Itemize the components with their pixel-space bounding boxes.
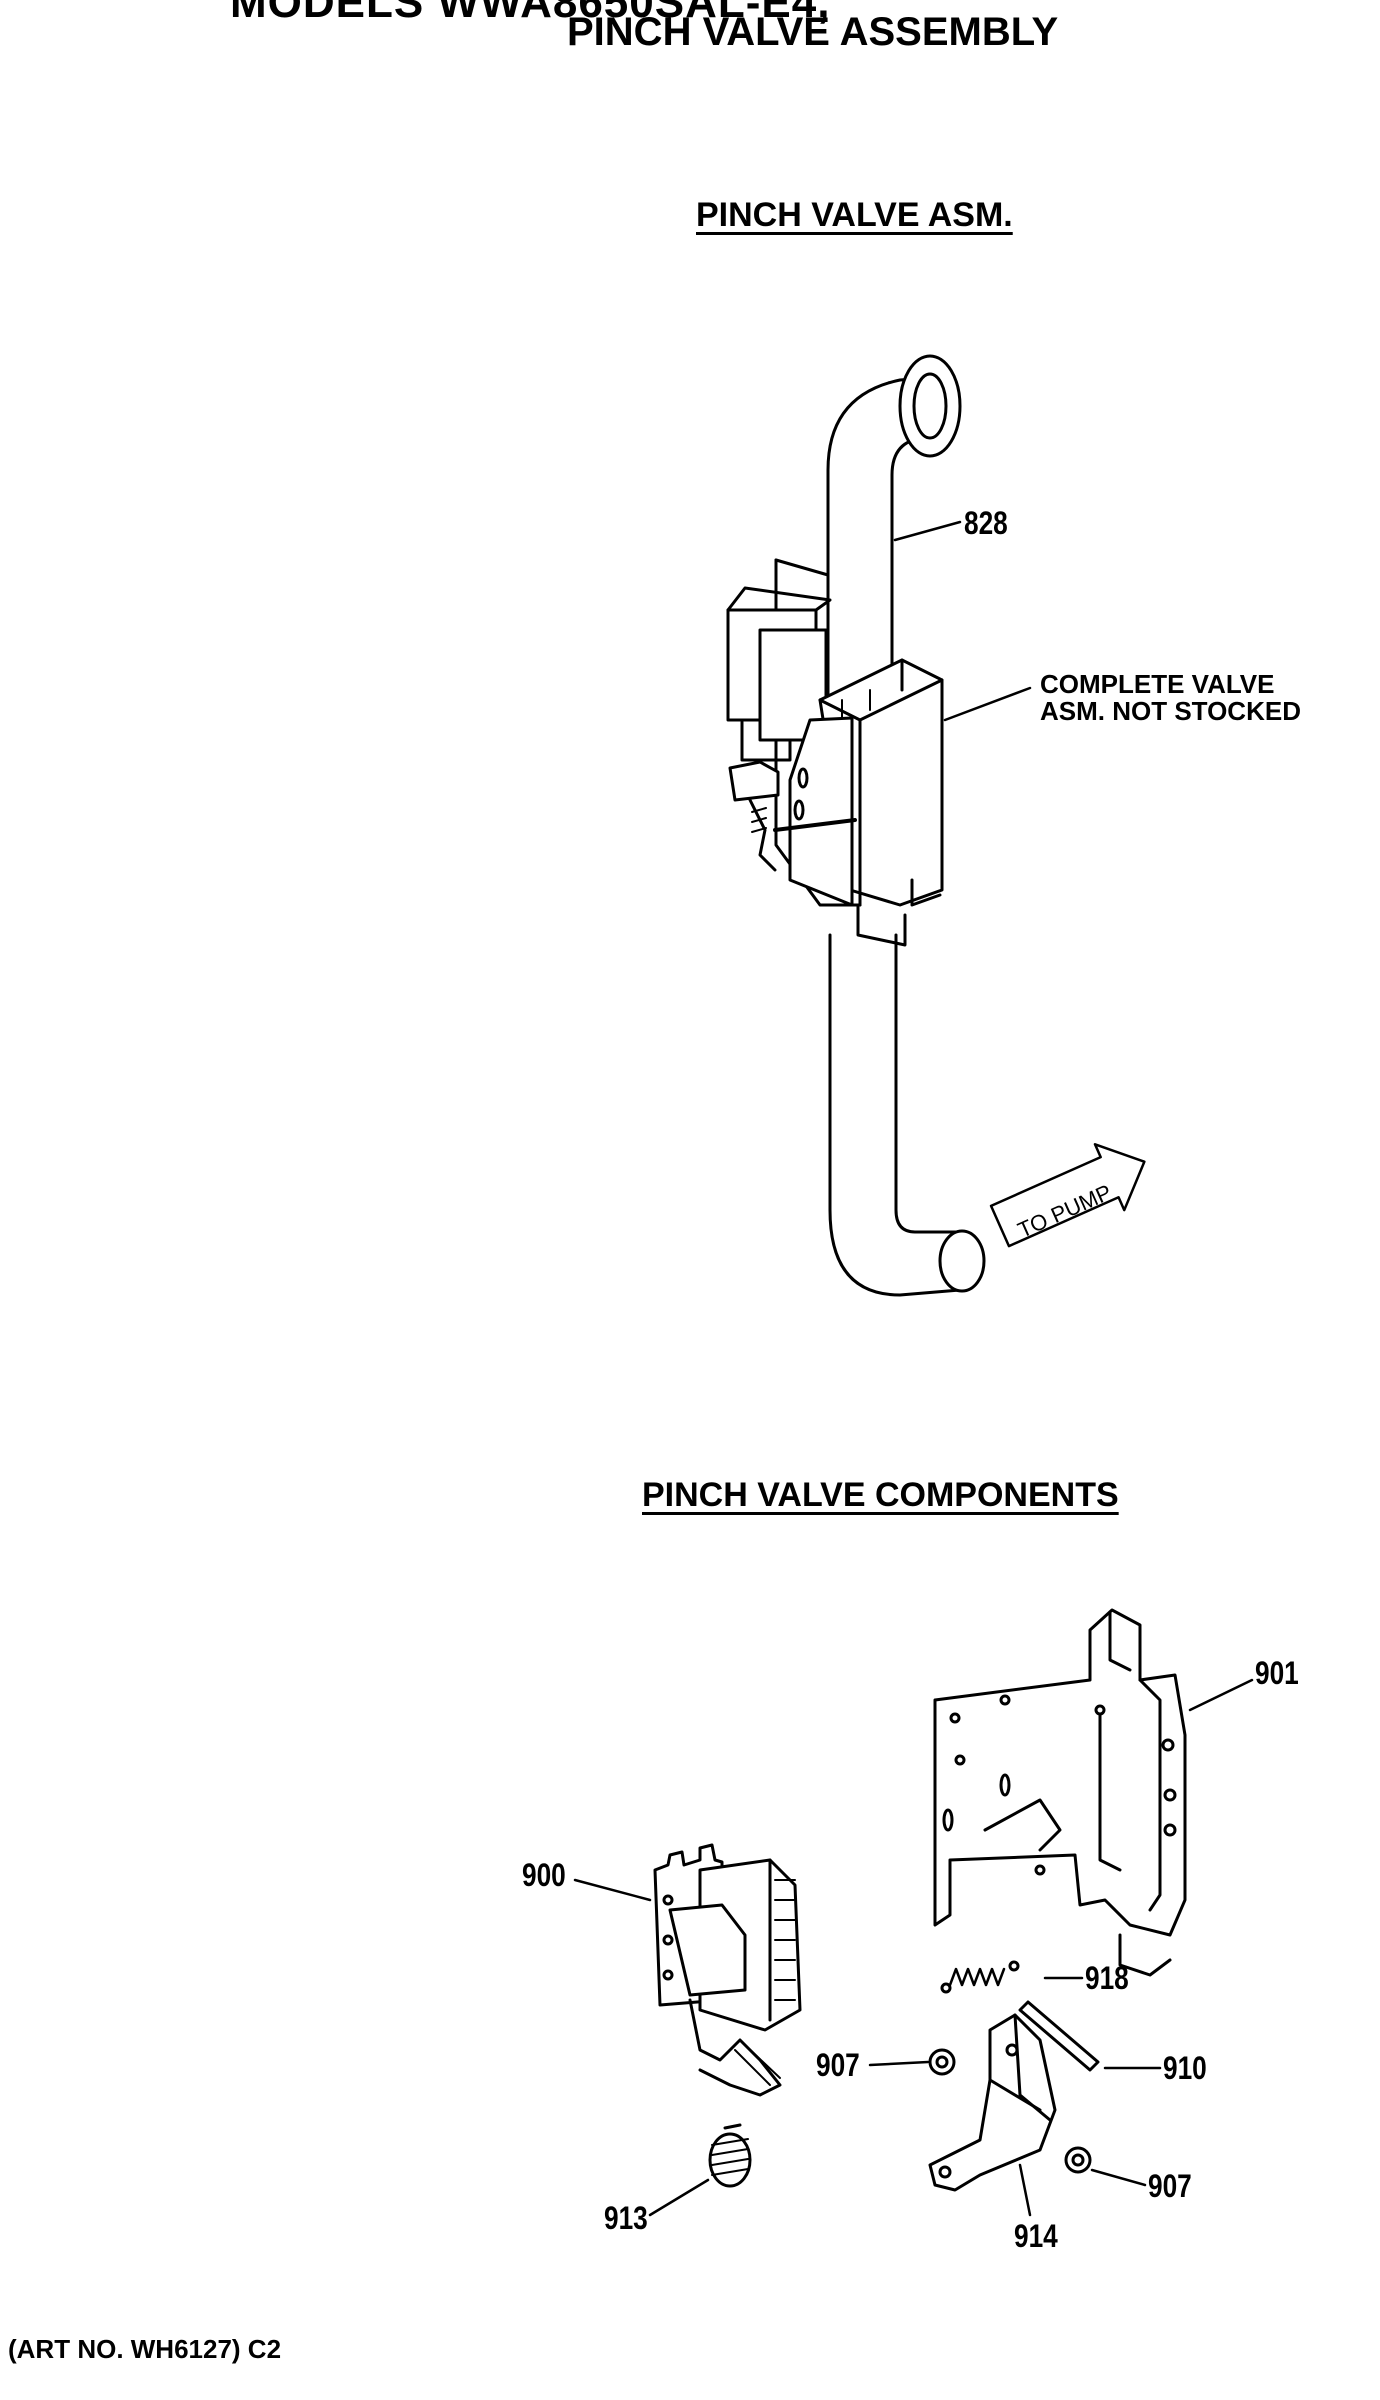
complete-valve-note-line1: COMPLETE VALVE — [1040, 669, 1275, 699]
callout-918: 918 — [1085, 1960, 1129, 1996]
callout-910: 910 — [1163, 2050, 1207, 2086]
assembly-heading: PINCH VALVE ASM. — [696, 196, 1013, 234]
components-heading: PINCH VALVE COMPONENTS — [642, 1476, 1119, 1514]
callout-900: 900 — [522, 1857, 566, 1893]
pin-910 — [1018, 2000, 1100, 2072]
spring-913 — [708, 2123, 752, 2188]
solenoid-900 — [653, 1843, 802, 2097]
lever-914 — [928, 2013, 1057, 2192]
valve-body — [726, 558, 944, 947]
callout-914: 914 — [1014, 2218, 1058, 2254]
callout-907-lower: 907 — [1148, 2168, 1192, 2204]
callout-828: 828 — [964, 505, 1008, 541]
callout-907-upper: 907 — [816, 2047, 860, 2083]
models-title: MODELS WWA8650SAL-E4, — [230, 0, 831, 27]
hose-828 — [826, 354, 986, 1297]
spring-918 — [940, 1960, 1020, 1994]
assembly-title: PINCH VALVE ASSEMBLY — [567, 10, 1059, 54]
complete-valve-note-line2: ASM. NOT STOCKED — [1040, 696, 1301, 726]
art-number: (ART NO. WH6127) C2 — [8, 2334, 282, 2364]
callout-901: 901 — [1255, 1655, 1299, 1691]
callout-913: 913 — [604, 2200, 648, 2236]
fastener-907-upper — [928, 2048, 956, 2076]
to-pump-arrow — [989, 1143, 1146, 1248]
fastener-907-lower — [1064, 2146, 1092, 2174]
bracket-901 — [933, 1608, 1187, 1977]
